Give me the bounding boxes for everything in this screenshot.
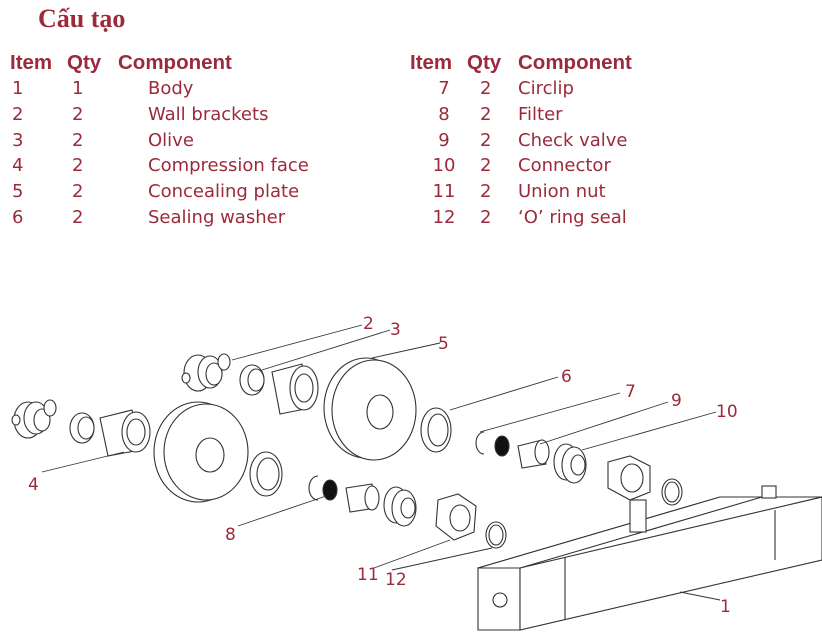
- header-component: Component: [118, 51, 232, 74]
- filter-left: [322, 479, 338, 501]
- callout-8: 8: [225, 525, 236, 545]
- item-number: 5: [12, 181, 24, 203]
- callout-9: 9: [671, 391, 682, 411]
- parts-row: 10 2 Connector: [400, 153, 820, 179]
- parts-row: 7 2 Circlip: [400, 76, 820, 102]
- parts-table-left: Item Qty Component 1 1 Body 2 2 Wall bracket…: [0, 50, 400, 240]
- item-component: Sealing washer: [148, 206, 286, 228]
- compression-face-left: [11, 399, 57, 439]
- item-component: Check valve: [518, 129, 628, 151]
- item-number: 9: [438, 129, 450, 151]
- exploded-diagram: 1 2 3 4 5 6 7 9 10 8 11 12: [11, 314, 822, 631]
- item-component: ‘O’ ring seal: [518, 206, 627, 228]
- circlip-upper: [475, 431, 485, 455]
- parts-row: 12 2 ‘O’ ring seal: [400, 205, 820, 231]
- check-valve-upper: [517, 439, 550, 469]
- leader-lines: [41, 324, 721, 601]
- parts-row: 3 2 Olive: [0, 128, 400, 154]
- callout-10: 10: [716, 402, 738, 422]
- callout-3: 3: [390, 320, 401, 340]
- item-number: 2: [12, 103, 24, 125]
- item-component: Filter: [518, 103, 563, 125]
- parts-row: 5 2 Concealing plate: [0, 179, 400, 205]
- item-component: Compression face: [148, 155, 309, 177]
- callout-11: 11: [357, 565, 379, 585]
- item-qty: 2: [480, 181, 492, 203]
- parts-row: 11 2 Union nut: [400, 179, 820, 205]
- check-valve-left: [345, 483, 380, 513]
- header-qty: Qty: [467, 51, 502, 74]
- parts-row: 6 2 Sealing washer: [0, 205, 400, 231]
- item-qty: 2: [480, 155, 492, 177]
- item-number: 3: [12, 129, 24, 151]
- item-component: Body: [148, 78, 194, 99]
- body-part: [476, 485, 822, 631]
- item-qty: 2: [480, 103, 492, 125]
- item-qty: 2: [72, 155, 84, 177]
- o-ring-left: [485, 521, 507, 549]
- union-nut-upper: [607, 455, 651, 501]
- item-qty: 2: [480, 206, 492, 228]
- connector-left: [383, 486, 417, 527]
- item-number: 10: [432, 155, 456, 177]
- item-number: 1: [12, 78, 24, 99]
- header-component: Component: [518, 51, 632, 74]
- item-qty: 2: [72, 206, 84, 228]
- parts-table-header: Item Qty Component: [0, 50, 400, 76]
- item-component: Concealing plate: [148, 181, 300, 203]
- item-component: Wall brackets: [148, 103, 269, 125]
- sleeve-left: [99, 409, 151, 457]
- item-number: 4: [12, 155, 24, 177]
- item-number: 11: [432, 181, 456, 203]
- header-item: Item: [410, 51, 453, 74]
- header-item: Item: [10, 51, 53, 74]
- parts-row: 9 2 Check valve: [400, 128, 820, 154]
- item-number: 8: [438, 103, 450, 125]
- filter-upper: [494, 435, 510, 457]
- item-number: 6: [12, 206, 24, 228]
- item-component: Olive: [148, 129, 194, 151]
- item-qty: 2: [72, 103, 84, 125]
- sleeve-upper: [271, 363, 319, 415]
- item-qty: 2: [480, 129, 492, 151]
- item-qty: 2: [72, 181, 84, 203]
- parts-row: 2 2 Wall brackets: [0, 102, 400, 128]
- parts-table-header: Item Qty Component: [400, 50, 820, 76]
- callout-5: 5: [438, 334, 449, 354]
- parts-row: 4 2 Compression face: [0, 153, 400, 179]
- callout-12: 12: [385, 570, 407, 590]
- item-number: 7: [438, 78, 450, 99]
- concealing-plate-left: [153, 401, 249, 503]
- parts-row: 8 2 Filter: [400, 102, 820, 128]
- header-qty: Qty: [67, 51, 102, 74]
- olive-left: [69, 412, 95, 444]
- callout-1: 1: [720, 597, 731, 617]
- item-component: Connector: [518, 155, 611, 177]
- concealing-plate-upper: [323, 357, 417, 461]
- sealing-washer-upper: [420, 407, 452, 453]
- item-component: Circlip: [518, 78, 574, 99]
- item-qty: 2: [72, 129, 84, 151]
- parts-row: 1 1 Body: [0, 76, 400, 102]
- callout-7: 7: [625, 382, 636, 402]
- item-component: Union nut: [518, 181, 606, 203]
- callout-4: 4: [28, 475, 39, 495]
- item-qty: 2: [480, 78, 492, 99]
- item-qty: 1: [72, 78, 84, 99]
- wall-bracket-upper: [181, 353, 231, 392]
- page-title: Cấu tạo: [38, 4, 126, 33]
- connector-upper: [553, 443, 587, 484]
- circlip-left: [308, 475, 319, 501]
- callout-labels: 1 2 3 4 5 6 7 9 10 8 11 12: [28, 314, 738, 617]
- sealing-washer-left: [249, 451, 283, 497]
- item-number: 12: [432, 206, 456, 228]
- olive-upper: [239, 364, 265, 396]
- callout-2: 2: [363, 314, 374, 334]
- callout-6: 6: [561, 367, 572, 387]
- union-nut-left: [435, 493, 477, 541]
- o-ring-upper: [661, 478, 683, 506]
